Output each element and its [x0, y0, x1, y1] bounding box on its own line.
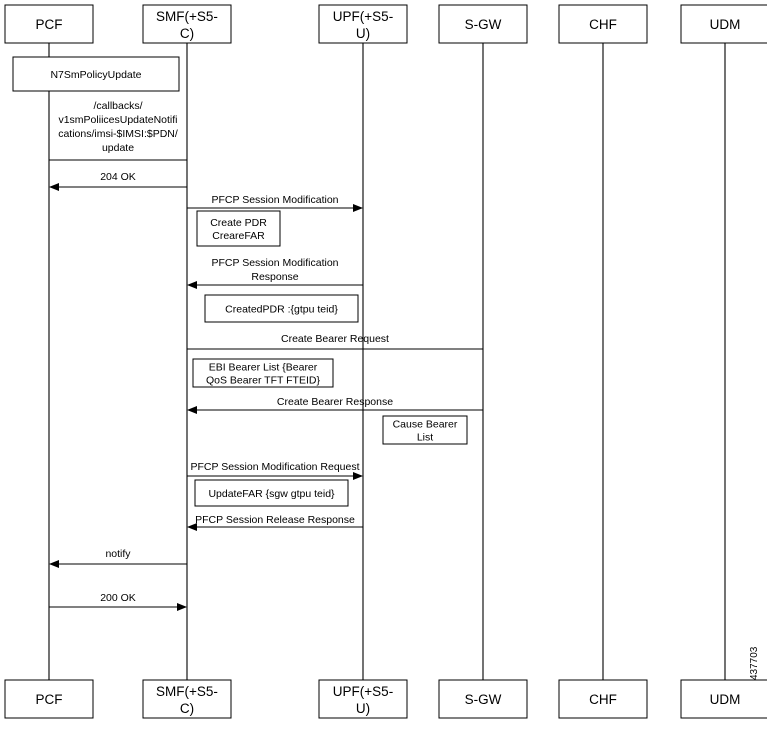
message-pfcp-mod: PFCP Session Modification	[187, 194, 363, 212]
note-box	[192, 358, 334, 388]
participant-smf-top: SMF(+S5- C)	[142, 4, 232, 44]
participant-upf-label-line-1: UPF(+S5-	[333, 9, 393, 24]
participant-box	[4, 4, 94, 44]
participant-chf-top: CHF	[558, 4, 648, 44]
participant-box	[438, 679, 528, 719]
message-callbacks: /callbacks/v1smPoliicesUpdateNotifi catio…	[49, 100, 187, 161]
participant-udm-bottom: UDM	[680, 679, 767, 719]
participant-pcf-top: PCF	[4, 4, 94, 44]
message-callbacks-label-line-1: /callbacks/	[93, 100, 142, 112]
message-create-bearer-req: Create Bearer Request	[187, 333, 483, 350]
message-200ok: 200 OK	[49, 592, 187, 611]
message-200ok-label-line-1: 200 OK	[100, 592, 136, 604]
message-pfcp-release-resp-label-line-1: PFCP Session Release Response	[195, 514, 355, 526]
participant-smf-label-line-2: C)	[180, 26, 194, 41]
participant-box	[318, 679, 408, 719]
message-pfcp-mod-req-label-line-1: PFCP Session Modification Request	[190, 461, 359, 473]
message-callbacks-label-line-3: cations/imsi-$IMSI:$PDN/	[58, 128, 178, 140]
note-box	[204, 294, 359, 323]
participant-smf-label-line-1: SMF(+S5-	[156, 684, 218, 699]
note-box	[382, 415, 468, 445]
participant-smf-label-line-2: C)	[180, 701, 194, 716]
note-box	[194, 479, 349, 507]
participant-chf-label-line-1: CHF	[589, 692, 617, 707]
participant-smf-bottom: SMF(+S5- C)	[142, 679, 232, 719]
note-created-pdr-line-1: CreatedPDR :{gtpu teid}	[225, 304, 338, 316]
participant-box	[438, 4, 528, 44]
message-pfcp-mod-resp-label-line-1: PFCP Session Modification	[211, 257, 338, 269]
figure-id: 437703	[749, 646, 760, 680]
participant-upf-label-line-2: U)	[356, 701, 370, 716]
participant-smf-label-line-1: SMF(+S5-	[156, 9, 218, 24]
participant-upf-top: UPF(+S5- U)	[318, 4, 408, 44]
participant-chf-label-line-1: CHF	[589, 17, 617, 32]
participant-udm-label-line-1: UDM	[710, 17, 741, 32]
note-n7-line-1: N7SmPolicyUpdate	[50, 69, 141, 81]
message-notify-label-line-1: notify	[105, 548, 131, 560]
note-update-far-line-1: UpdateFAR {sgw gtpu teid}	[208, 488, 335, 500]
note-created-pdr: CreatedPDR :{gtpu teid}	[204, 294, 359, 323]
note-update-far: UpdateFAR {sgw gtpu teid}	[194, 479, 349, 507]
participant-sgw-label-line-1: S-GW	[465, 692, 502, 707]
participant-sgw-bottom: S-GW	[438, 679, 528, 719]
participant-pcf-bottom: PCF	[4, 679, 94, 719]
note-cause-line-1: Cause Bearer	[393, 419, 458, 431]
message-pfcp-mod-resp-label-line-2: Response	[251, 271, 298, 283]
participant-box	[4, 679, 94, 719]
message-pfcp-mod-req: PFCP Session Modification Request	[187, 461, 363, 480]
participant-box	[558, 679, 648, 719]
participant-sgw-top: S-GW	[438, 4, 528, 44]
message-204ok: 204 OK	[49, 171, 187, 191]
participant-pcf-label-line-1: PCF	[36, 17, 63, 32]
note-box	[196, 210, 281, 247]
note-n7: N7SmPolicyUpdate	[12, 56, 180, 92]
participant-box	[142, 4, 232, 44]
participant-box	[318, 4, 408, 44]
message-204ok-label-line-1: 204 OK	[100, 171, 136, 183]
participant-pcf-label-line-1: PCF	[36, 692, 63, 707]
participant-udm-top: UDM	[680, 4, 767, 44]
message-callbacks-label-line-4: update	[102, 142, 134, 154]
participant-upf-label-line-2: U)	[356, 26, 370, 41]
participant-sgw-label-line-1: S-GW	[465, 17, 502, 32]
participant-upf-label-line-1: UPF(+S5-	[333, 684, 393, 699]
message-create-bearer-resp: Create Bearer Response	[187, 396, 483, 414]
note-create-pdr-line-1: Create PDR	[210, 217, 267, 229]
note-cause-line-2: List	[417, 432, 433, 444]
message-create-bearer-resp-label-line-1: Create Bearer Response	[277, 396, 393, 408]
note-ebi-line-2: QoS Bearer TFT FTEID}	[206, 375, 320, 387]
message-notify: notify	[49, 548, 187, 568]
participant-chf-bottom: CHF	[558, 679, 648, 719]
participant-box	[558, 4, 648, 44]
participant-box	[680, 4, 767, 44]
note-box	[12, 56, 180, 92]
message-create-bearer-req-label-line-1: Create Bearer Request	[281, 333, 389, 345]
message-pfcp-release-resp: PFCP Session Release Response	[187, 514, 363, 531]
participant-udm-label-line-1: UDM	[710, 692, 741, 707]
message-pfcp-mod-label-line-1: PFCP Session Modification	[211, 194, 338, 206]
participant-box	[680, 679, 767, 719]
participant-box	[142, 679, 232, 719]
note-ebi-line-1: EBI Bearer List {Bearer	[209, 362, 318, 374]
note-create-pdr-line-2: CreareFAR	[212, 230, 265, 242]
message-callbacks-label-line-2: v1smPoliicesUpdateNotifi	[58, 114, 177, 126]
participant-upf-bottom: UPF(+S5- U)	[318, 679, 408, 719]
